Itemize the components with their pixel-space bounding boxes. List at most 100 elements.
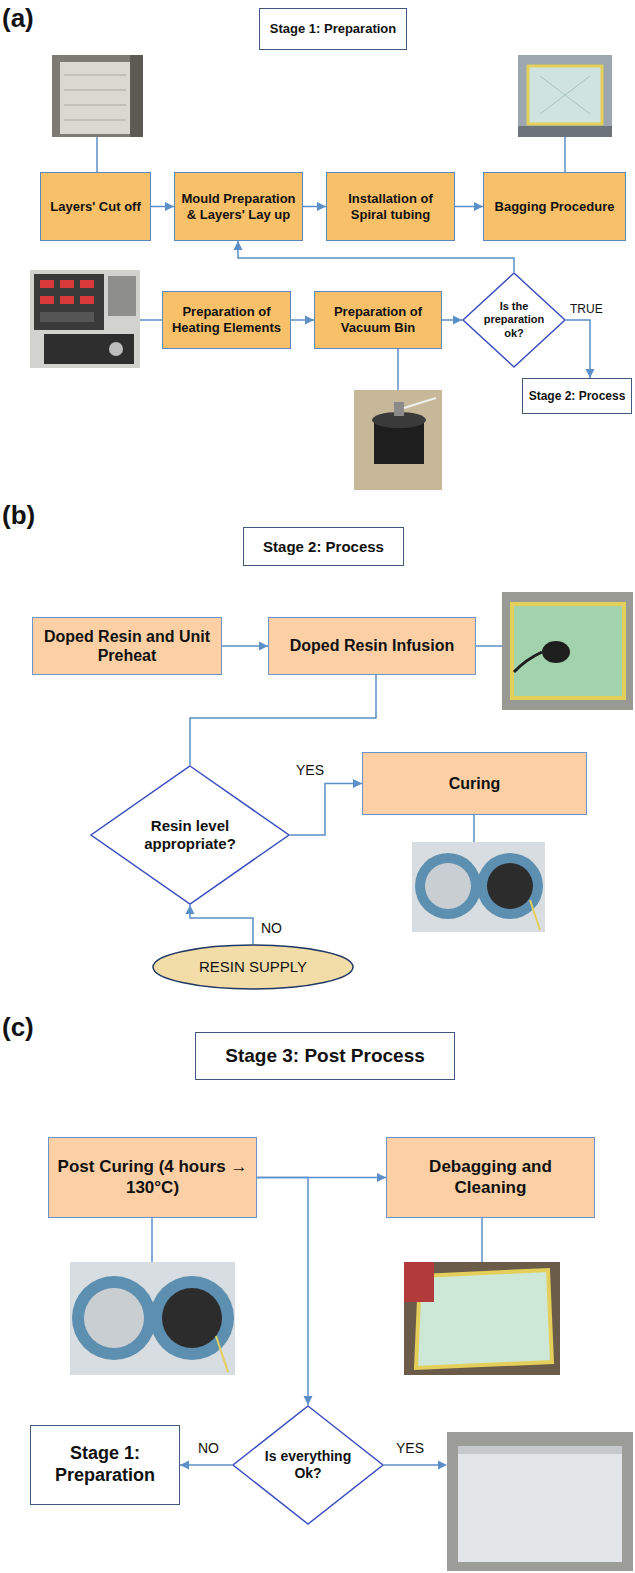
bagging-photo xyxy=(518,55,612,137)
node-text-group: Debagging and Cleaning xyxy=(391,1157,590,1198)
process-box: Curing xyxy=(362,752,587,815)
autoclave-photo xyxy=(70,1262,235,1375)
node-text: Stage 1: Preparation xyxy=(34,1443,176,1486)
node-text-group: Stage 3: Post Process xyxy=(225,1045,425,1068)
connector xyxy=(566,320,595,378)
process-box: Post Curing (4 hours → 130°C) xyxy=(48,1137,257,1218)
process-box: Preparation of Vacuum Bin xyxy=(314,291,442,349)
stage-link-box: Stage 1: Preparation xyxy=(30,1425,180,1505)
panel-letter: (b) xyxy=(2,500,35,531)
node-text: Stage 2: Process xyxy=(529,389,626,403)
node-text-group: Stage 1: Preparation xyxy=(270,21,396,37)
diamond-shape xyxy=(463,273,565,367)
node-text: Installation of Spiral tubing xyxy=(331,191,450,222)
layers-photo xyxy=(52,55,143,137)
node-text-group: Installation of Spiral tubing xyxy=(331,191,450,222)
node-text-group: Curing xyxy=(449,774,501,793)
arrowhead xyxy=(180,1461,189,1470)
arrowhead xyxy=(586,369,595,378)
arrowhead xyxy=(453,316,462,325)
connector xyxy=(190,675,376,765)
arrowhead xyxy=(259,642,268,651)
arrowhead xyxy=(165,202,174,211)
connector xyxy=(151,202,174,211)
infusion-photo xyxy=(502,592,633,710)
node-text-group: Post Curing (4 hours → 130°C) xyxy=(53,1157,252,1198)
stage-link-box: Stage 2: Process xyxy=(522,378,632,414)
connector-line xyxy=(257,1178,308,1406)
connector-line xyxy=(190,905,253,944)
connector xyxy=(303,202,326,211)
vacuum-bin-photo xyxy=(354,390,442,490)
process-box: Debagging and Cleaning xyxy=(386,1137,595,1218)
node-text-group: Bagging Procedure xyxy=(495,199,615,215)
connector-line xyxy=(190,675,376,765)
node-text: Preparation of Heating Elements xyxy=(167,304,286,335)
decision-diamond: Resin level appropriate? xyxy=(90,765,290,905)
node-text-group: Layers' Cut off xyxy=(50,199,141,215)
process-box: Preparation of Heating Elements xyxy=(162,291,291,349)
decision-diamond: Is the preparation ok? xyxy=(462,272,566,368)
node-text: Layers' Cut off xyxy=(50,199,141,215)
connector xyxy=(442,316,462,325)
arrowhead xyxy=(474,202,483,211)
stage-title-box: Stage 1: Preparation xyxy=(259,8,407,50)
leader-lines xyxy=(97,137,565,1262)
branch-label: YES xyxy=(396,1440,424,1457)
node-text-group: Mould Preparation & Layers' Lay up xyxy=(179,191,298,222)
process-box: Bagging Procedure xyxy=(483,172,626,241)
node-text-group: Stage 2: Process xyxy=(529,389,626,403)
supply-ellipse: RESIN SUPPLY xyxy=(152,944,354,990)
connector xyxy=(257,1178,313,1406)
connector xyxy=(291,316,314,325)
node-text-group: Resin level appropriate? xyxy=(122,817,258,853)
connector xyxy=(180,1461,232,1470)
node-text: Stage 2: Process xyxy=(263,538,384,556)
node-text: Stage 1: Preparation xyxy=(270,21,396,37)
yes-arrow xyxy=(384,1461,447,1470)
node-text: Bagging Procedure xyxy=(495,199,615,215)
node-text: Is everything Ok? xyxy=(257,1448,360,1482)
node-text-group: Stage 2: Process xyxy=(263,538,384,556)
node-text-group: RESIN SUPPLY xyxy=(172,958,334,976)
node-text: Doped Resin Infusion xyxy=(290,636,454,655)
node-text: Resin level appropriate? xyxy=(122,817,258,853)
panel-photo xyxy=(447,1432,633,1571)
stage-title-box: Stage 2: Process xyxy=(243,527,404,566)
stage-title-box: Stage 3: Post Process xyxy=(195,1032,455,1080)
connector xyxy=(234,241,515,272)
connector xyxy=(290,779,362,835)
diamond-shape xyxy=(91,766,289,904)
node-text: Preparation of Vacuum Bin xyxy=(319,304,437,335)
arrowhead xyxy=(317,202,326,211)
connector-line xyxy=(238,241,514,272)
debagging-photo xyxy=(404,1262,560,1375)
arrowhead xyxy=(377,1173,386,1182)
node-text-group: Is the preparation ok? xyxy=(479,300,550,340)
connector xyxy=(186,905,254,944)
node-text: Is the preparation ok? xyxy=(479,300,550,340)
node-text-group: Stage 1: Preparation xyxy=(34,1443,176,1486)
process-box: Doped Resin and Unit Preheat xyxy=(32,617,222,675)
connector xyxy=(455,202,483,211)
node-text-group: Is everything Ok? xyxy=(257,1448,360,1482)
node-text-group: Preparation of Vacuum Bin xyxy=(319,304,437,335)
node-text-group: Preparation of Heating Elements xyxy=(167,304,286,335)
connector-line xyxy=(290,784,362,836)
node-text: Doped Resin and Unit Preheat xyxy=(37,627,217,665)
node-text-group: Doped Resin and Unit Preheat xyxy=(37,627,217,665)
edge-label: TRUE xyxy=(568,302,605,316)
process-box: Layers' Cut off xyxy=(40,172,151,241)
node-text-group: Doped Resin Infusion xyxy=(290,636,454,655)
node-text: Mould Preparation & Layers' Lay up xyxy=(179,191,298,222)
edge-label: NO xyxy=(259,920,284,937)
node-text: Curing xyxy=(449,774,501,793)
ellipse-shape xyxy=(153,945,353,989)
process-box: Doped Resin Infusion xyxy=(268,617,476,675)
node-text: RESIN SUPPLY xyxy=(172,958,334,976)
arrowhead xyxy=(304,1396,313,1405)
node-text: Stage 3: Post Process xyxy=(225,1045,425,1068)
process-box: Installation of Spiral tubing xyxy=(326,172,455,241)
